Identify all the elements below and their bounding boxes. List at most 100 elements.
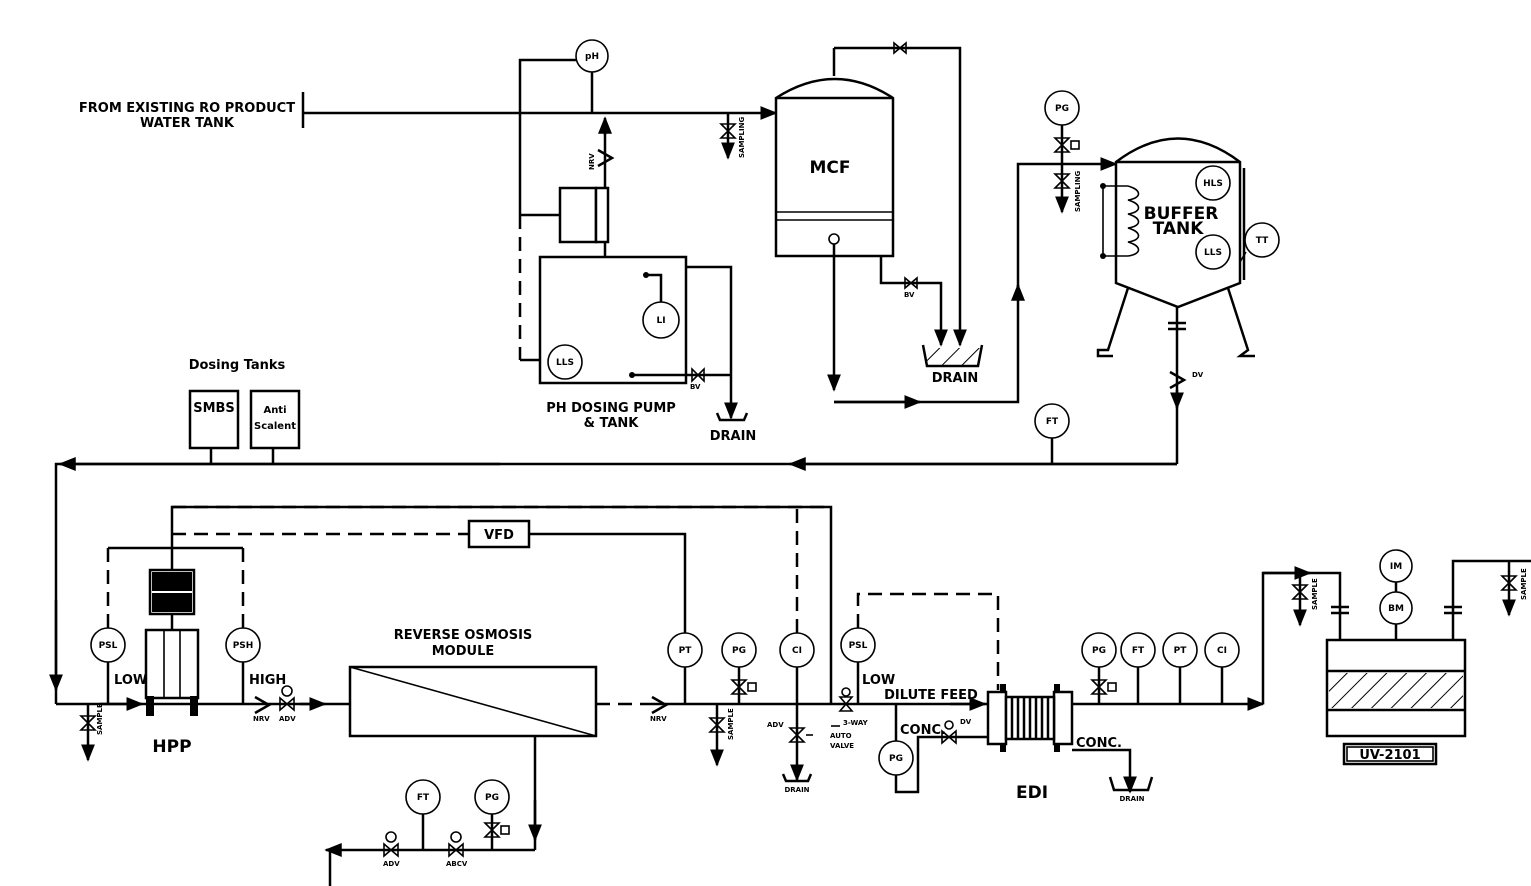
- heater-dot-bottom: [1100, 253, 1106, 259]
- svg-text:TANK: TANK: [1153, 219, 1205, 239]
- vfd-label: VFD: [484, 528, 514, 543]
- svg-text:LLS: LLS: [556, 358, 574, 368]
- pg-product-valve: [1090, 679, 1108, 695]
- svg-text:PG: PG: [485, 793, 499, 803]
- dosing-pump-motor: [558, 186, 598, 244]
- feed-header-line: [54, 462, 1177, 704]
- smbs-label: SMBS: [193, 401, 235, 416]
- edi-conc-label: CONC.: [1076, 736, 1122, 751]
- svg-text:VALVE: VALVE: [830, 742, 854, 750]
- svg-text:PH DOSING PUMP: PH DOSING PUMP: [546, 401, 676, 416]
- pg-instrument-conc: [878, 740, 914, 776]
- pg-permeate-valve: [730, 679, 748, 695]
- reject-abcv-label: ABCV: [446, 860, 468, 868]
- hpp-sample-valve: [79, 715, 97, 731]
- mcf-drain-line: [879, 256, 948, 347]
- antiscalent-label-1: Anti: [263, 405, 286, 416]
- uv-out-sample-valve: [1500, 575, 1518, 591]
- tt-instrument: [1244, 222, 1280, 258]
- svg-text:& TANK: & TANK: [584, 416, 640, 431]
- uv-tag-box: [1342, 742, 1438, 766]
- svg-text:PSL: PSL: [99, 641, 118, 651]
- divert-drain-funnel: [781, 773, 813, 783]
- buffer-tank-label: BUFFER TANK: [1144, 204, 1219, 239]
- uv-in-sample-label: SAMPLE: [1311, 578, 1319, 610]
- svg-text:PG: PG: [1055, 104, 1069, 114]
- buffer-inlet-line: [1016, 157, 1118, 290]
- hpp-adv: [279, 696, 295, 712]
- svg-text:PSL: PSL: [849, 641, 868, 651]
- svg-text:IM: IM: [1390, 562, 1402, 572]
- buffer-sample-valve: [1053, 173, 1071, 189]
- reject-abcv-actuator: [450, 831, 462, 843]
- svg-text:LLS: LLS: [1204, 248, 1222, 258]
- pg-product-box: [1107, 682, 1117, 692]
- tank-overflow-line: [686, 265, 738, 420]
- lls-instrument-buffer: [1195, 234, 1231, 270]
- ro-membrane: [349, 666, 597, 737]
- hpp-flange-right: [190, 696, 198, 716]
- tank-drain-dot: [629, 372, 635, 378]
- tank-drain-valve: [691, 367, 705, 383]
- pg-valve-box: [1070, 140, 1080, 150]
- psh-high-label: HIGH: [249, 673, 286, 688]
- permeate-sample-valve: [708, 717, 726, 733]
- edi-label: EDI: [1016, 783, 1048, 803]
- hpp-nrv: [254, 695, 272, 715]
- reject-adv: [383, 842, 399, 858]
- svg-text:PT: PT: [1174, 646, 1188, 656]
- hpp-sample-label: SAMPLE: [96, 703, 104, 735]
- svg-text:CI: CI: [792, 646, 802, 656]
- buffer-leg-left: [1096, 287, 1130, 358]
- edi-drain-label: DRAIN: [1119, 795, 1144, 803]
- svg-text:3-WAY: 3-WAY: [843, 719, 869, 727]
- dosing-nrv: [597, 148, 615, 168]
- heater-frame: [1102, 185, 1128, 257]
- mcf-label: MCF: [809, 158, 850, 178]
- svg-text:FROM EXISTING RO PRODUCT: FROM EXISTING RO PRODUCT: [79, 101, 295, 116]
- hls-instrument: [1195, 165, 1231, 201]
- smbs-tank: [188, 389, 240, 450]
- buffer-leg-right: [1226, 287, 1255, 358]
- vfd-box: [467, 519, 531, 549]
- permeate-nrv-label: NRV: [650, 715, 667, 723]
- svg-text:CI: CI: [1217, 646, 1227, 656]
- hpp-adv-label: ADV: [279, 715, 296, 723]
- ph-dosing-label: PH DOSING PUMP & TANK: [546, 401, 676, 431]
- ph-signal-line: [518, 58, 576, 215]
- svg-text:FT: FT: [417, 793, 430, 803]
- svg-text:AUTO: AUTO: [830, 732, 852, 740]
- buffer-sampling-label: SAMPLING: [1074, 171, 1082, 212]
- svg-text:REVERSE OSMOSIS: REVERSE OSMOSIS: [394, 628, 533, 643]
- svg-text:PG: PG: [732, 646, 746, 656]
- permeate-sample-label: SAMPLE: [727, 708, 735, 740]
- antiscalent-tank: [249, 389, 301, 450]
- svg-text:TT: TT: [1256, 236, 1269, 246]
- pg-reject-box: [500, 825, 510, 835]
- tank-drain-label: DRAIN: [710, 429, 757, 444]
- conc-dv-label: DV: [960, 718, 972, 726]
- dosing-nrv-label: NRV: [588, 153, 596, 170]
- edi-plates: [1010, 697, 1050, 739]
- antiscalent-label-2: Scalent: [254, 421, 296, 432]
- buffer-dv-label: DV: [1192, 371, 1204, 379]
- divert-adv: [788, 727, 806, 743]
- tt-tap: [1239, 251, 1247, 263]
- svg-text:FT: FT: [1046, 417, 1059, 427]
- divert-adv-label: ADV: [767, 721, 784, 729]
- hpp-flange-left: [146, 696, 154, 716]
- psl-edi-signal: [856, 592, 1000, 690]
- uv-lamp-section: [1329, 673, 1463, 708]
- svg-text:pH: pH: [585, 52, 599, 62]
- edi-end-left: [986, 690, 1008, 746]
- svg-text:PG: PG: [1092, 646, 1106, 656]
- buffer-outlet-valve: [1169, 370, 1187, 390]
- psl-low-label: LOW: [114, 673, 147, 688]
- mcf-vent-line: [834, 46, 967, 347]
- li-tap-dot: [643, 272, 649, 278]
- reject-adv-actuator: [385, 831, 397, 843]
- ro-module-label: REVERSE OSMOSIS MODULE: [394, 628, 533, 659]
- edi-bolt-4: [1054, 744, 1060, 752]
- hpp-pump-body: [144, 628, 200, 700]
